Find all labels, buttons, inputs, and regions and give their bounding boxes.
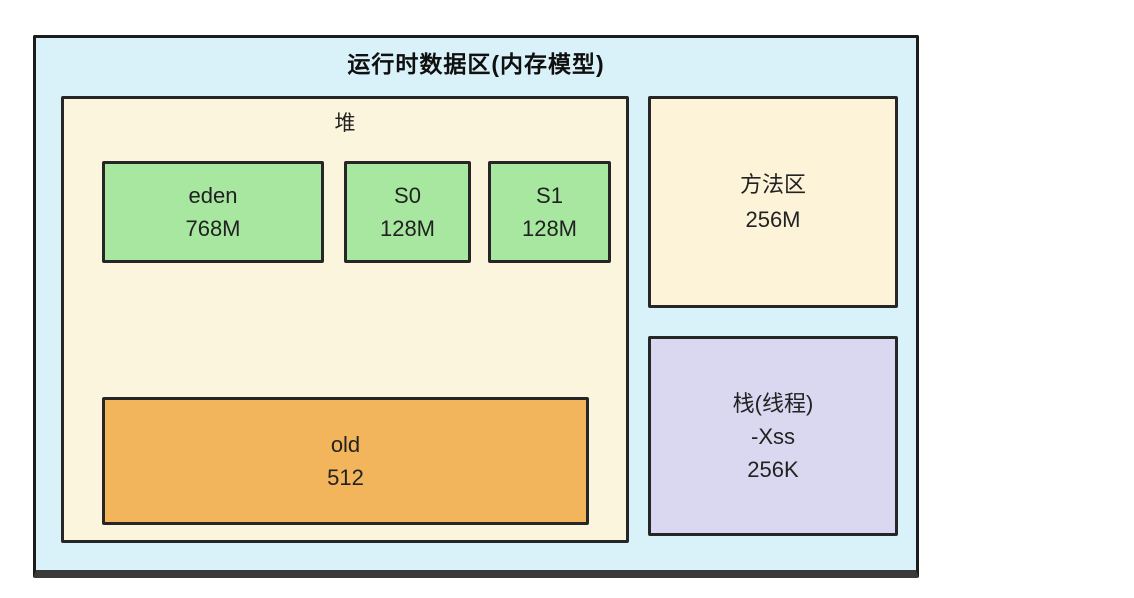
old-block-name: old	[330, 432, 361, 457]
heap-s1-block: S1 128M	[488, 161, 611, 263]
method-area-block: 方法区 256M	[648, 96, 898, 308]
stack-block: 栈(线程) -Xss 256K	[648, 336, 898, 536]
s0-block-size: 128M	[379, 216, 436, 241]
method-area-size: 256M	[745, 207, 801, 232]
heap-container: 堆 eden 768M S0 128M S1 128M old 512	[61, 96, 629, 543]
old-block-size: 512	[327, 465, 364, 490]
heap-label: 堆	[334, 112, 356, 135]
heap-old-block: old 512	[102, 397, 589, 525]
eden-block-name: eden	[188, 183, 238, 208]
stack-size: 256K	[747, 456, 799, 482]
s0-block-name: S0	[394, 183, 421, 208]
heap-eden-block: eden 768M	[102, 161, 324, 263]
diagram-title: 运行时数据区(内存模型)	[347, 51, 605, 77]
stack-option: -Xss	[751, 423, 795, 449]
heap-s0-block: S0 128M	[344, 161, 471, 263]
eden-block-size: 768M	[185, 216, 241, 241]
stack-label: 栈(线程)	[732, 390, 814, 416]
s1-block-size: 128M	[521, 216, 578, 241]
runtime-data-area-container: 运行时数据区(内存模型) 堆 eden 768M S0 128M S1 128M…	[33, 35, 919, 578]
method-area-label: 方法区	[739, 171, 806, 197]
s1-block-name: S1	[536, 183, 563, 208]
